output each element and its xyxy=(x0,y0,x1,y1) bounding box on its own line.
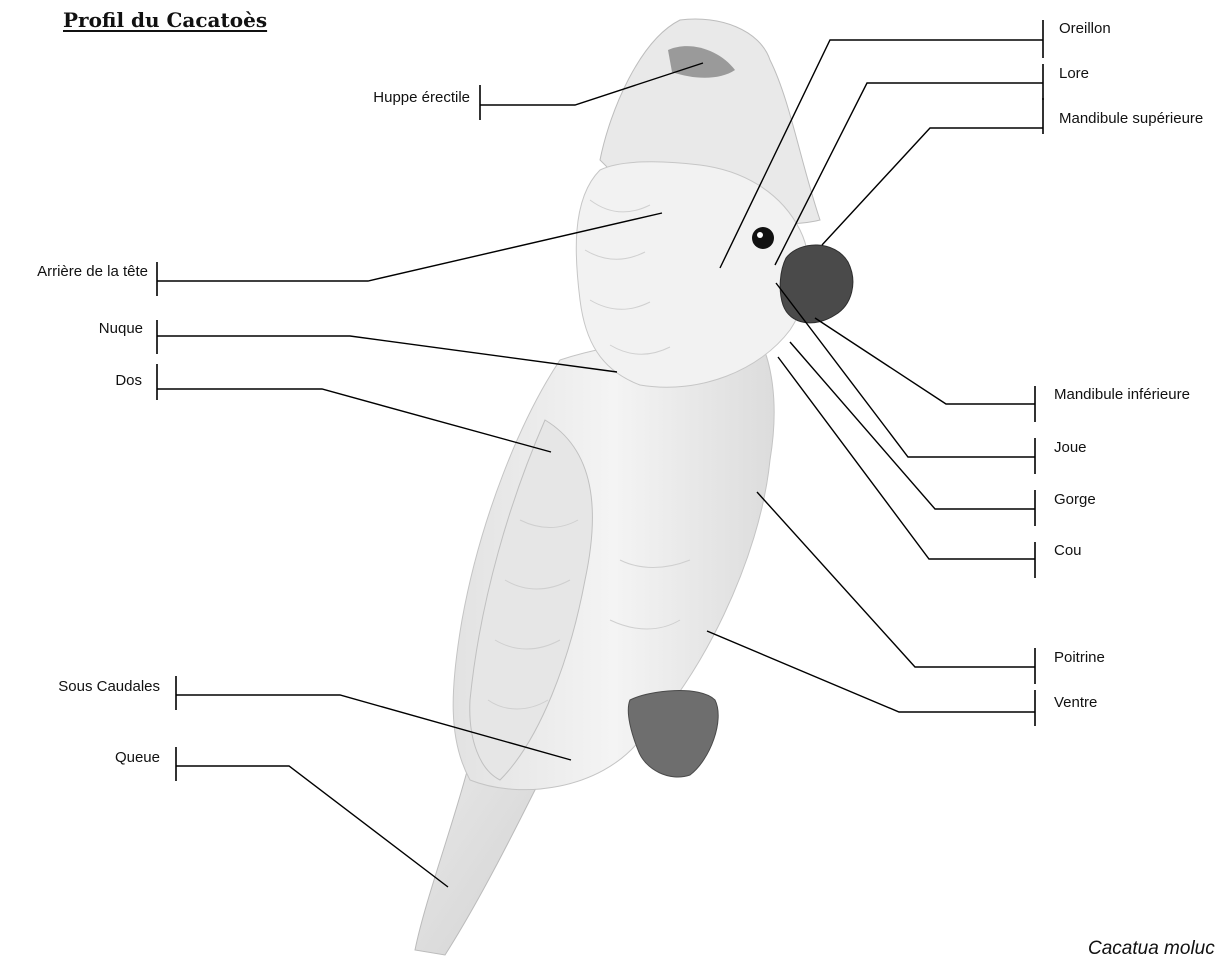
label-oreillon: Oreillon xyxy=(1059,20,1111,38)
label-cou: Cou xyxy=(1054,542,1082,560)
species-name: Cacatua moluc xyxy=(1088,938,1215,960)
label-poitrine: Poitrine xyxy=(1054,649,1105,667)
bird-beak xyxy=(780,245,853,323)
label-mandibule-inferieure: Mandibule inférieure xyxy=(1054,386,1190,404)
eye-highlight xyxy=(757,232,763,238)
label-huppe-erectile: Huppe érectile xyxy=(330,89,470,107)
label-lore: Lore xyxy=(1059,65,1089,83)
label-gorge: Gorge xyxy=(1054,491,1096,509)
label-joue: Joue xyxy=(1054,439,1087,457)
label-ventre: Ventre xyxy=(1054,694,1097,712)
label-sous-caudales: Sous Caudales xyxy=(14,678,160,696)
label-queue: Queue xyxy=(60,749,160,767)
bird-feet xyxy=(628,691,718,777)
label-nuque: Nuque xyxy=(40,320,143,338)
page-title: Profil du Cacatoès xyxy=(63,8,267,32)
label-arriere-de-la-tete: Arrière de la tête xyxy=(2,263,148,281)
label-mandibule-superieure: Mandibule supérieure xyxy=(1059,110,1203,128)
bird-eye xyxy=(752,227,774,249)
label-dos: Dos xyxy=(40,372,142,390)
